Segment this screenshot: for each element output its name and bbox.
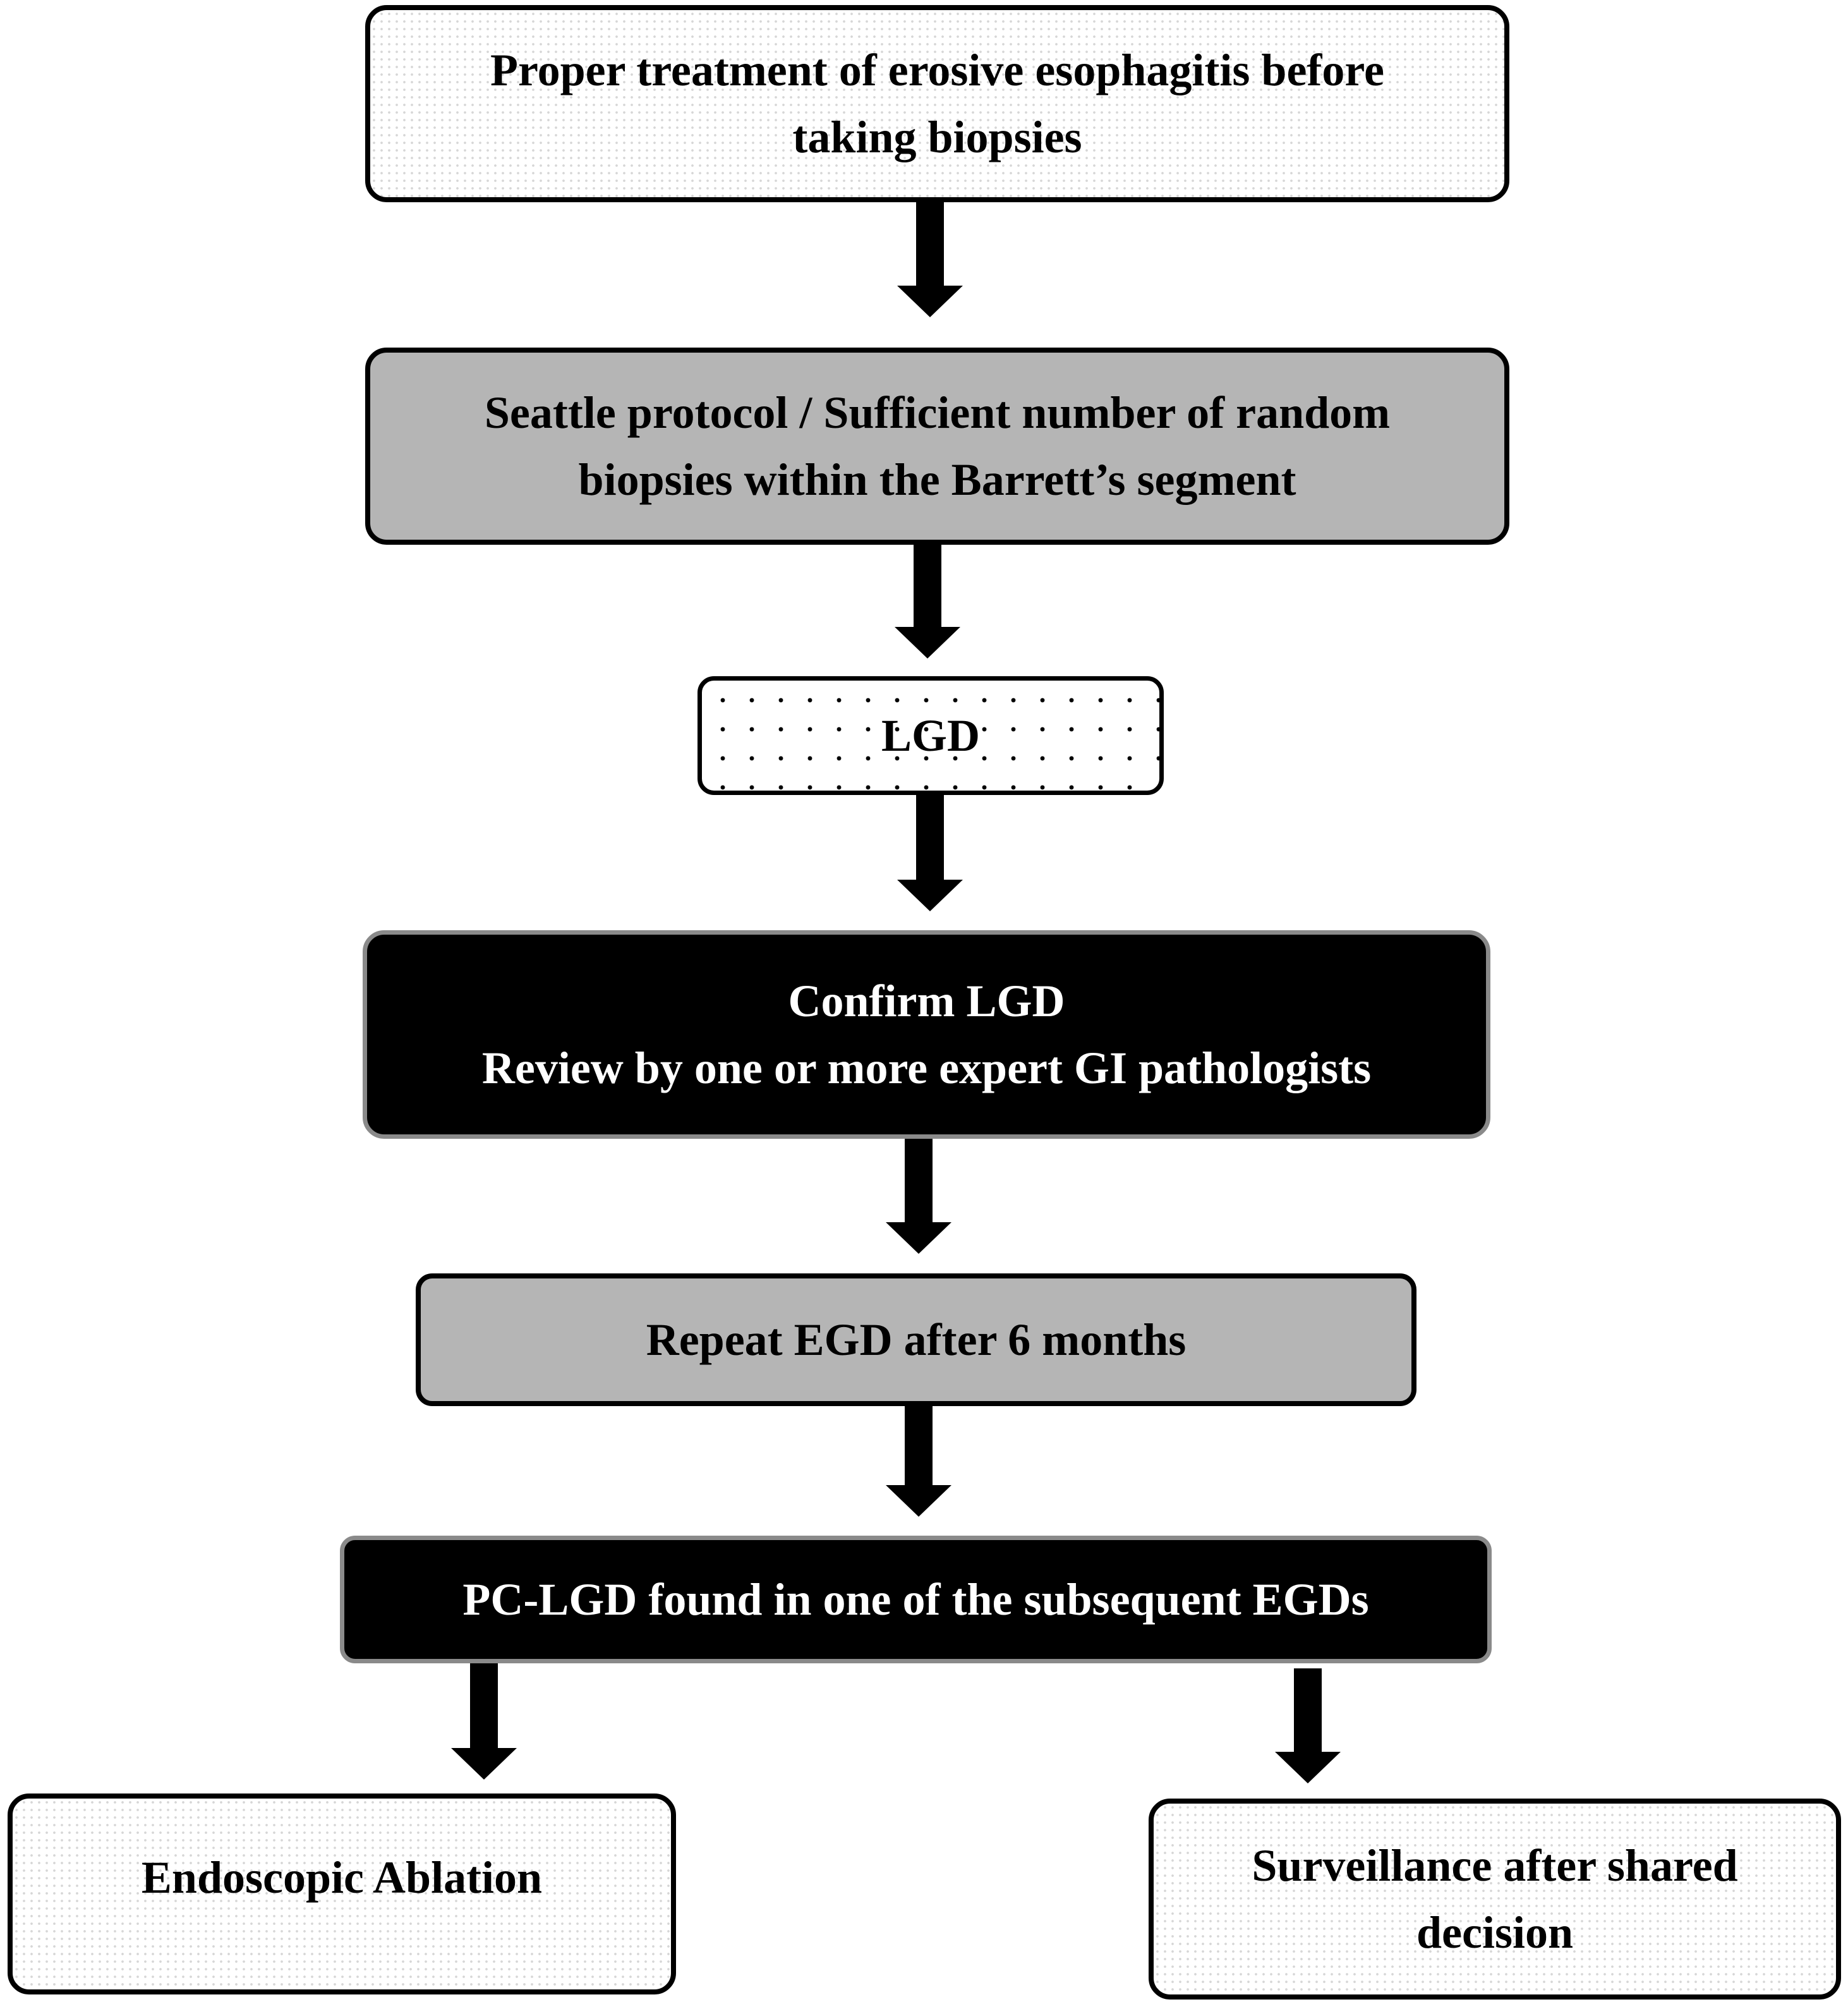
confirm-lgd-box: Confirm LGD Review by one or more expert… xyxy=(363,930,1490,1139)
ablation-label: Endoscopic Ablation xyxy=(141,1852,543,1903)
treatment-box: Proper treatment of erosive esophagitis … xyxy=(365,5,1509,202)
arrow-pclgd-to-surveillance xyxy=(1275,1668,1341,1783)
pc-lgd-label: PC-LGD found in one of the subsequent EG… xyxy=(462,1574,1369,1625)
arrow-repeat-to-pclgd xyxy=(886,1406,951,1517)
lgd-label: LGD xyxy=(881,710,981,761)
arrow-treatment-to-seattle xyxy=(897,202,963,317)
confirm-line-2: Review by one or more expert GI patholog… xyxy=(481,1043,1372,1093)
repeat-egd-box: Repeat EGD after 6 months xyxy=(416,1273,1416,1406)
treatment-line-2: taking biopsies xyxy=(792,112,1082,162)
endoscopic-ablation-box: Endoscopic Ablation xyxy=(8,1794,676,1994)
seattle-line-1: Seattle protocol / Sufficient number of … xyxy=(484,387,1391,438)
surveillance-line-2: decision xyxy=(1416,1907,1574,1958)
surveillance-line-1: Surveillance after shared xyxy=(1252,1840,1738,1891)
seattle-line-2: biopsies within the Barrett’s segment xyxy=(578,454,1296,505)
treatment-line-1: Proper treatment of erosive esophagitis … xyxy=(490,45,1385,95)
arrow-pclgd-to-ablation xyxy=(451,1663,517,1780)
arrow-confirm-to-repeat xyxy=(886,1139,951,1254)
pc-lgd-box: PC-LGD found in one of the subsequent EG… xyxy=(340,1536,1492,1663)
lgd-box: LGD xyxy=(698,676,1164,795)
arrow-lgd-to-confirm xyxy=(897,795,963,911)
arrow-seattle-to-lgd xyxy=(895,545,960,659)
repeat-egd-label: Repeat EGD after 6 months xyxy=(646,1314,1187,1365)
confirm-line-1: Confirm LGD xyxy=(788,976,1065,1026)
surveillance-box: Surveillance after shared decision xyxy=(1149,1799,1841,2000)
seattle-protocol-box: Seattle protocol / Sufficient number of … xyxy=(365,348,1509,545)
